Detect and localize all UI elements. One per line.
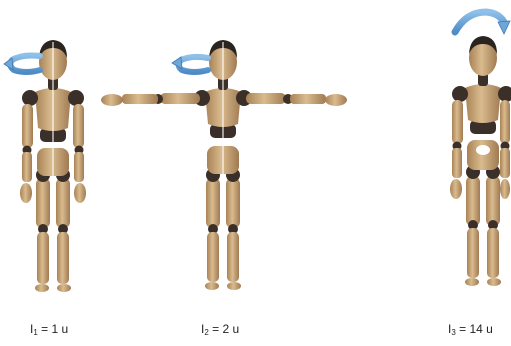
right-foot xyxy=(487,278,501,286)
caption-moment-of-inertia-1: I1 = 1 u xyxy=(30,322,68,337)
rotation-arrow-1-icon xyxy=(4,56,40,73)
right-shin xyxy=(57,232,69,284)
right-shin xyxy=(487,228,499,278)
mannequin-figure-3 xyxy=(450,36,511,286)
left-hand xyxy=(101,94,123,106)
right-shoulder-joint xyxy=(68,90,84,106)
right-shin xyxy=(227,232,239,282)
rotation-axis-3-marker xyxy=(476,145,490,155)
left-shoulder-joint xyxy=(22,90,38,106)
right-forearm xyxy=(74,152,84,182)
right-upper-arm xyxy=(500,100,510,144)
chest xyxy=(465,84,501,123)
right-thigh xyxy=(56,178,70,228)
rotation-arrow-3-icon xyxy=(455,12,510,34)
mannequin-figure-2 xyxy=(101,40,347,290)
left-forearm xyxy=(122,94,158,104)
left-upper-arm xyxy=(160,93,200,104)
left-shoulder-joint xyxy=(452,86,468,102)
right-foot xyxy=(57,284,71,292)
right-forearm xyxy=(500,148,510,178)
right-foot xyxy=(227,282,241,290)
left-shin xyxy=(207,232,219,282)
right-upper-arm xyxy=(73,104,84,148)
left-shin xyxy=(467,228,479,278)
left-forearm xyxy=(452,148,462,178)
left-thigh xyxy=(36,178,50,228)
right-hand xyxy=(325,94,347,106)
left-thigh xyxy=(206,178,220,228)
left-foot xyxy=(35,284,49,292)
left-foot xyxy=(205,282,219,290)
right-hand xyxy=(74,183,86,203)
left-hand xyxy=(20,183,32,203)
mannequin-figure-1 xyxy=(20,40,86,292)
right-thigh xyxy=(486,176,500,226)
left-upper-arm xyxy=(22,104,33,148)
right-thigh xyxy=(226,178,240,228)
left-hand xyxy=(450,179,462,199)
caption-moment-of-inertia-3: I3 = 14 u xyxy=(448,322,493,337)
left-shin xyxy=(37,232,49,284)
left-foot xyxy=(465,278,479,286)
right-hand xyxy=(500,179,510,199)
left-upper-arm xyxy=(452,100,463,144)
right-upper-arm xyxy=(246,93,286,104)
left-thigh xyxy=(466,176,480,226)
rotation-arrow-2-icon xyxy=(172,57,208,72)
right-forearm xyxy=(290,94,326,104)
caption-moment-of-inertia-2: I2 = 2 u xyxy=(201,322,239,337)
left-forearm xyxy=(22,152,32,182)
